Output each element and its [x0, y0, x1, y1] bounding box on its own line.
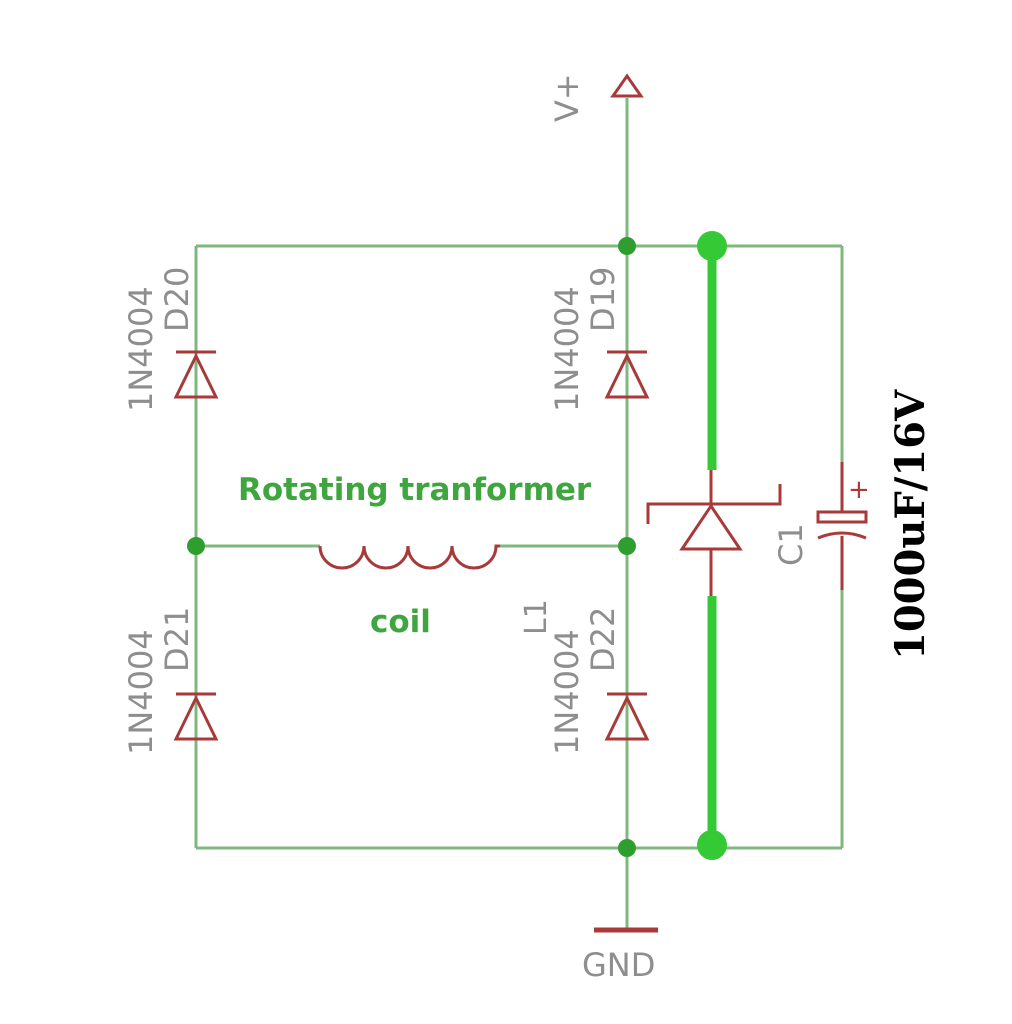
net-junction-top	[697, 231, 727, 261]
diode-d21	[173, 692, 219, 741]
coil-label: coil	[370, 604, 431, 640]
diode-d21-ref: D21	[158, 607, 196, 672]
junction-mid-left	[187, 537, 205, 555]
diode-d22-ref: D22	[584, 607, 622, 672]
diode-d19-ref: D19	[584, 267, 622, 332]
wires	[194, 98, 844, 928]
vplus-label: V+	[548, 73, 586, 122]
junction-bottom-center	[618, 839, 636, 857]
diode-anode-triangle	[604, 352, 650, 399]
capacitor-ref: C1	[772, 523, 810, 566]
coil-title: Rotating tranformer	[238, 472, 592, 508]
diode-d20	[173, 350, 219, 399]
diode-d21-part: 1N4004	[122, 629, 160, 755]
zener-cathode-bar	[646, 484, 782, 524]
junction-mid-center	[618, 537, 636, 555]
junctions	[187, 237, 636, 857]
diode-d20-ref: D20	[158, 267, 196, 332]
diode-d19	[604, 350, 650, 399]
diode-anode-triangle	[604, 694, 650, 741]
coil-ref: L1	[519, 599, 554, 635]
diode-d22-part: 1N4004	[548, 629, 586, 755]
capacitor-plate-negative	[817, 531, 867, 540]
capacitor-value: 1000uF/16V	[887, 389, 934, 660]
zener-triangle	[679, 503, 743, 551]
vplus-symbol: V+	[548, 73, 644, 122]
capacitor-c1	[816, 462, 868, 590]
diode-anode-triangle	[173, 694, 219, 741]
diode-d20-part: 1N4004	[122, 286, 160, 412]
diode-d19-part: 1N4004	[548, 286, 586, 412]
gnd-label: GND	[582, 946, 655, 984]
diode-anode-triangle	[173, 352, 219, 399]
capacitor-plate-positive	[816, 510, 868, 524]
junction-top-center	[618, 237, 636, 255]
net-junction-bottom	[697, 830, 727, 860]
capacitor-polarity: +	[848, 475, 870, 505]
zener-diode	[646, 470, 782, 596]
coil-inductor-icon	[318, 544, 500, 570]
diode-d22	[604, 692, 650, 741]
vplus-arrow-icon	[610, 73, 644, 98]
gnd-symbol: GND	[582, 927, 658, 984]
